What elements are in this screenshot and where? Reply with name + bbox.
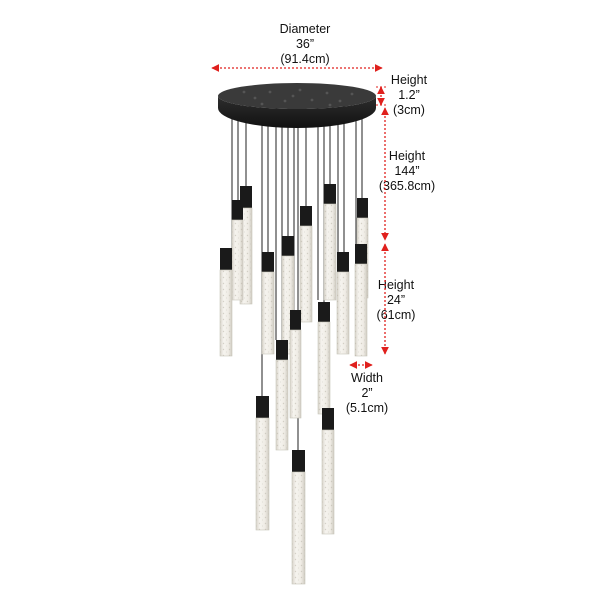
pendant-width-metric: (5.1cm) (345, 401, 389, 415)
overall-height-imperial: 144” (394, 164, 420, 178)
pendant-height-imperial: 24” (386, 293, 406, 307)
diameter-name: Diameter (279, 22, 331, 36)
pendant-15 (321, 408, 335, 535)
canopy-height-label: Height 1.2” (3cm) (384, 73, 434, 118)
pendant-10 (354, 244, 368, 357)
overall-height-metric: (365.8cm) (378, 179, 436, 193)
pendant-16 (291, 450, 306, 585)
pendant-11 (289, 310, 302, 419)
pendant-width-name: Width (351, 371, 383, 385)
overall-height-label: Height 144” (365.8cm) (364, 149, 450, 194)
pendant-9 (336, 252, 350, 355)
diameter-label: Diameter 36” (91.4cm) (270, 22, 340, 67)
pendant-3 (323, 184, 337, 301)
diameter-metric: (91.4cm) (280, 52, 330, 66)
pendant-2 (231, 200, 244, 301)
pendant-7 (219, 248, 233, 357)
canopy-height-imperial: 1.2” (398, 88, 420, 102)
crystal-pendants (219, 184, 369, 585)
pendant-width-imperial: 2” (361, 386, 373, 400)
pendant-13 (275, 340, 289, 451)
pendant-14 (255, 396, 270, 531)
pendant-width-label: Width 2” (5.1cm) (336, 371, 398, 416)
pendant-5 (299, 206, 313, 323)
canopy-holes (242, 88, 354, 107)
pendant-12 (317, 302, 331, 415)
canopy-height-metric: (3cm) (393, 103, 425, 117)
pendant-8 (261, 252, 275, 355)
canopy-height-name: Height (390, 73, 428, 87)
diameter-imperial: 36” (295, 37, 315, 51)
canopy-top (218, 83, 376, 109)
canopy-disc (218, 96, 376, 128)
overall-height-name: Height (388, 149, 426, 163)
